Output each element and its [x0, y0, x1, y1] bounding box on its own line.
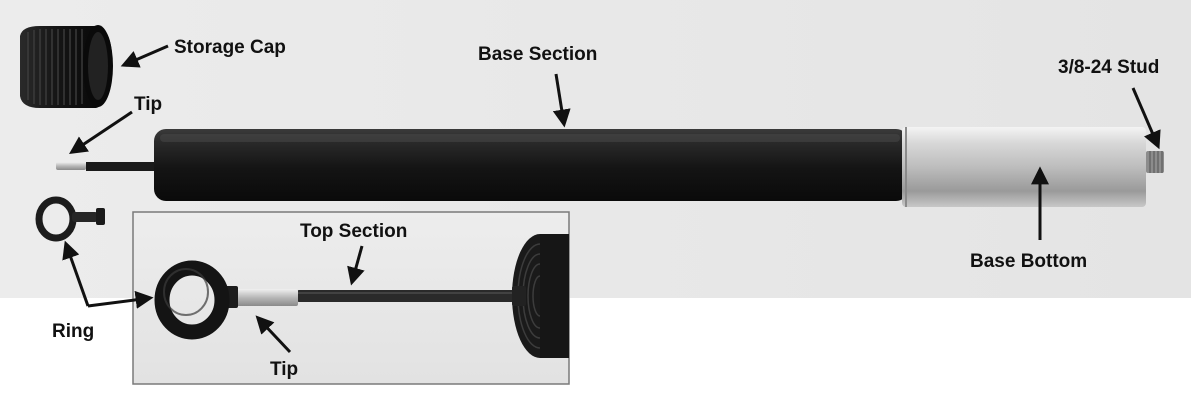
annotation-arrows	[62, 44, 1161, 354]
arrow-ring-upper	[62, 240, 90, 307]
main-pole-object	[56, 127, 1164, 207]
label-top-section: Top Section	[300, 221, 408, 242]
arrow-ring-lower	[87, 290, 154, 309]
ring-object	[35, 196, 105, 242]
label-ring: Ring	[52, 321, 95, 342]
arrow-tip-main	[69, 110, 133, 154]
label-tip-inset: Tip	[270, 359, 299, 380]
label-stud: 3/8-24 Stud	[1058, 57, 1160, 78]
storage-cap-object	[20, 25, 113, 108]
arrow-base-section	[552, 73, 571, 128]
label-base-section: Base Section	[478, 44, 598, 65]
label-base-bottom: Base Bottom	[970, 251, 1088, 272]
label-tip-main: Tip	[134, 94, 163, 115]
arrow-stud	[1131, 87, 1161, 150]
arrow-storage-cap	[120, 44, 169, 68]
arrow-top-section	[347, 245, 365, 286]
inset-photo	[132, 211, 570, 385]
label-storage-cap: Storage Cap	[174, 37, 286, 58]
arrow-tip-inset	[255, 315, 292, 354]
